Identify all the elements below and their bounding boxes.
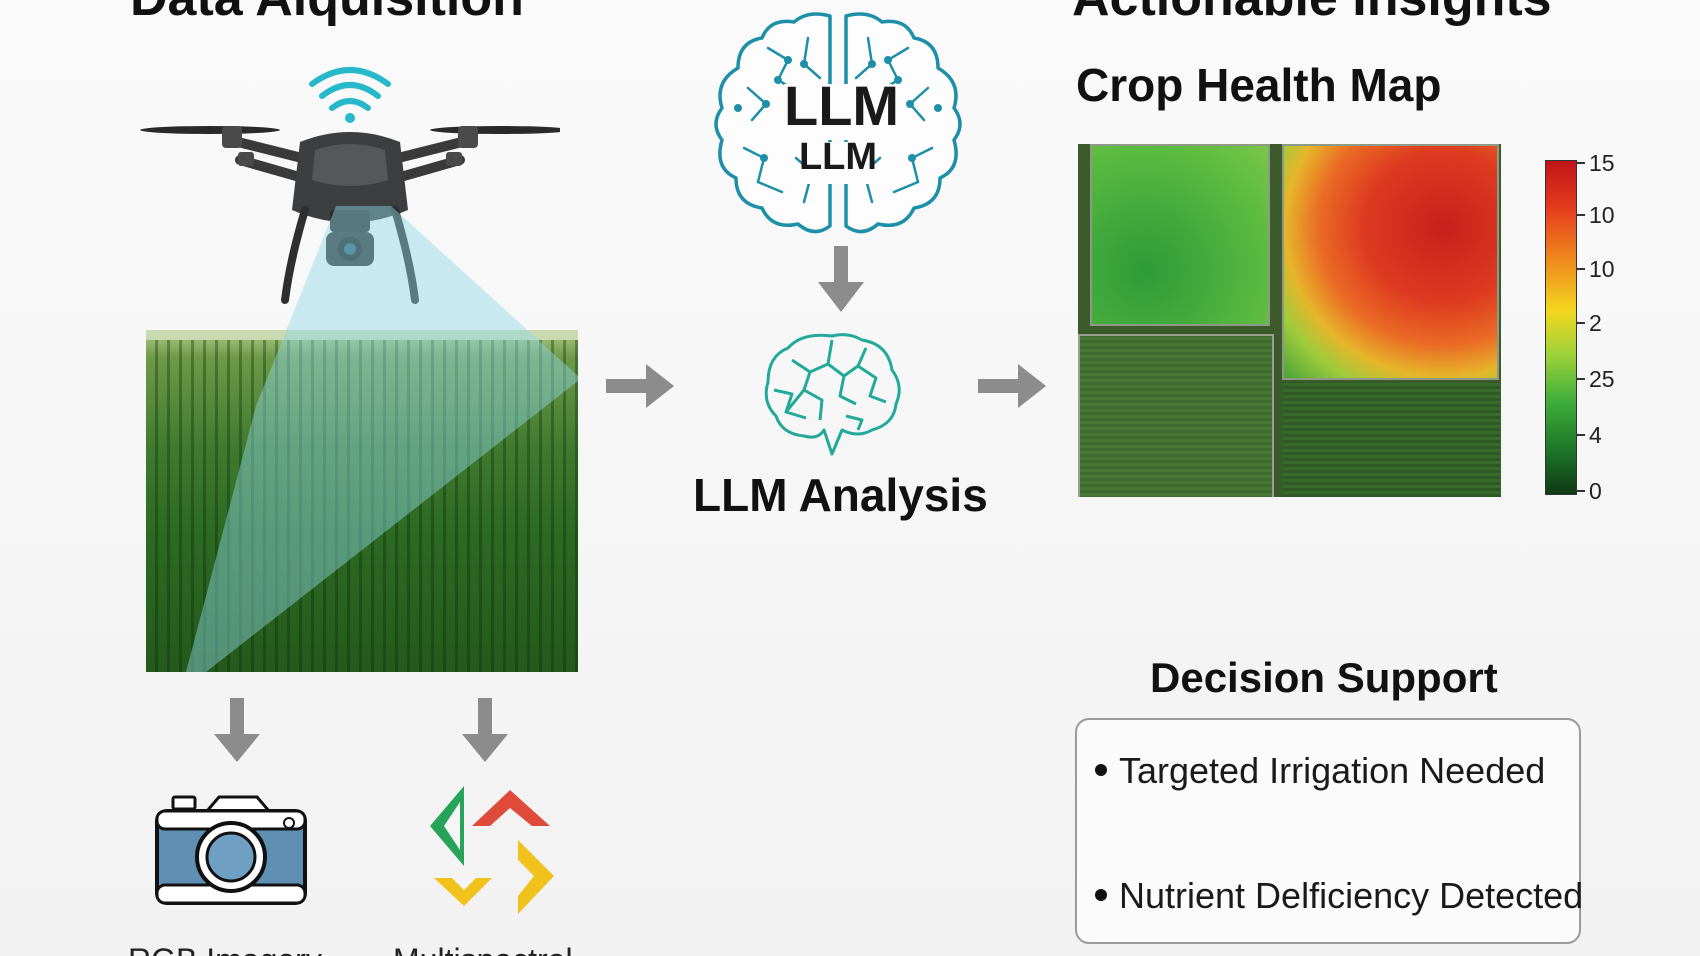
section-title-data-acquisition: Data Aiquisition bbox=[130, 0, 524, 24]
brain-label-secondary: LLM bbox=[798, 136, 878, 178]
decision-item: Nutrient Delficiency Detected bbox=[1095, 875, 1583, 917]
camera-icon bbox=[155, 795, 307, 905]
crop-health-map-title: Crop Health Map bbox=[1076, 59, 1442, 111]
multispectral-icon bbox=[430, 786, 554, 914]
decision-support-title: Decision Support bbox=[1150, 654, 1498, 701]
colorbar-label: 0 bbox=[1589, 478, 1602, 504]
arrow-down-to-analysis bbox=[818, 246, 864, 312]
arrow-right-to-insights bbox=[978, 364, 1046, 408]
decision-support-box: Targeted Irrigation Needed Nutrient Delf… bbox=[1075, 718, 1583, 944]
colorbar-label: 10 bbox=[1589, 202, 1615, 228]
brain-small-icon bbox=[764, 333, 901, 456]
colorbar-label: 10 bbox=[1589, 256, 1615, 282]
section-title-actionable-insights: Actionable Insights bbox=[1072, 0, 1552, 24]
brain-icon bbox=[714, 12, 962, 234]
crop-field-image bbox=[146, 330, 578, 672]
drone-icon bbox=[140, 67, 560, 304]
colorbar bbox=[1545, 160, 1577, 495]
decision-item-text: Targeted Irrigation Needed bbox=[1119, 750, 1546, 791]
colorbar-label: 15 bbox=[1589, 150, 1615, 176]
colorbar-label: 4 bbox=[1589, 422, 1602, 448]
brain-label-primary: LLM bbox=[784, 74, 900, 137]
colorbar-label: 2 bbox=[1589, 310, 1602, 336]
multispectral-label: Multispectral bbox=[393, 944, 573, 956]
wifi-icon bbox=[309, 67, 391, 123]
arrow-down-rgb bbox=[214, 698, 260, 762]
rgb-imagery-label: RGB Imagery bbox=[128, 944, 322, 956]
crop-health-heatmap bbox=[1078, 144, 1501, 497]
decision-item: Targeted Irrigation Needed bbox=[1095, 750, 1545, 792]
bullet-icon bbox=[1095, 889, 1107, 902]
arrow-right-to-llm bbox=[606, 364, 674, 408]
arrow-down-multispectral bbox=[462, 698, 508, 762]
llm-analysis-label: LLM Analysis bbox=[693, 469, 988, 521]
bullet-icon bbox=[1095, 764, 1107, 777]
colorbar-label: 25 bbox=[1589, 366, 1615, 392]
decision-item-text: Nutrient Delficiency Detected bbox=[1119, 875, 1584, 916]
